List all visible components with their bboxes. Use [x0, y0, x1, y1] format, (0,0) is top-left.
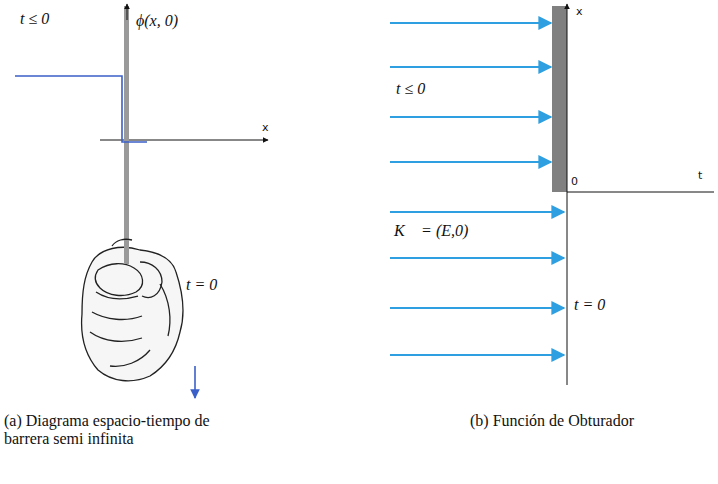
- phi-axis: [127, 4, 128, 20]
- time-label: t ≤ 0: [396, 80, 425, 98]
- incident-waves: [390, 23, 564, 355]
- x-axis: [567, 4, 568, 385]
- barrier-rod-grip: [124, 240, 129, 264]
- shutter-bar: [552, 6, 567, 192]
- t-axis: [567, 192, 714, 193]
- caption: (a) Diagrama espacio-tiempo de barrera s…: [4, 412, 254, 449]
- origin-label: 0: [571, 176, 578, 189]
- axis-label: t: [698, 170, 702, 183]
- pull-arrow: [194, 366, 196, 398]
- caption: (b) Función de Obturador: [470, 412, 634, 430]
- axis-label: x: [262, 122, 269, 135]
- hand-drawing: [82, 239, 183, 381]
- time-label: t ≤ 0: [20, 10, 49, 28]
- axis-label: ϕ(x, 0): [136, 12, 178, 30]
- time-label: t = 0: [186, 276, 217, 294]
- panel-a: [15, 4, 268, 398]
- wave-vector-label: K⃗ = (E,0): [394, 222, 468, 240]
- time-label: t = 0: [574, 296, 605, 314]
- panel-b: [390, 4, 714, 385]
- axis-label: x: [576, 6, 583, 19]
- step-function: [15, 76, 147, 142]
